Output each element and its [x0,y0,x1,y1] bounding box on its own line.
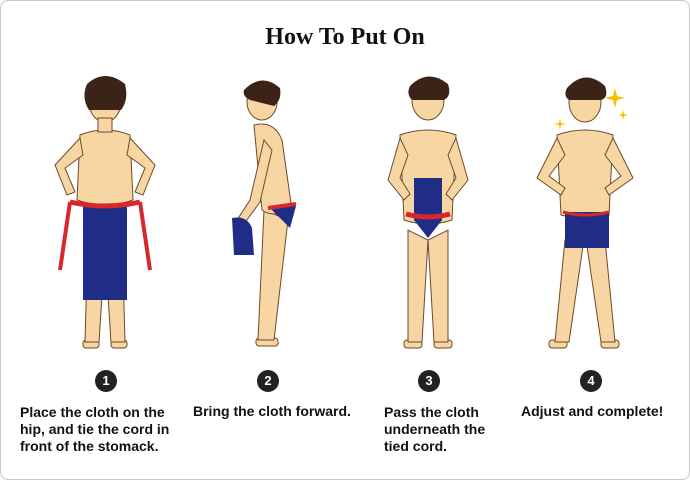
step-2-caption: Bring the cloth forward. [193,403,351,420]
step-1-illustration [54,76,156,349]
step-3-illustration [387,76,469,349]
caption-line: Bring the cloth forward. [193,403,351,419]
step-4-caption: Adjust and complete! [521,403,663,420]
step-1-caption: Place the cloth on the hip, and tie the … [20,404,169,455]
step-2-illustration [232,80,297,347]
sparkle-icon [605,88,625,108]
sparkle-icon [618,110,628,120]
caption-line: hip, and tie the cord in [20,421,170,437]
page-title: How To Put On [265,24,425,50]
step-3-number-badge: 3 [418,370,440,392]
step-4-number-badge: 4 [580,370,602,392]
step-2-number-badge: 2 [257,370,279,392]
step-4-illustration [536,77,634,349]
sparkle-icon [554,118,566,130]
step-1-number-badge: 1 [95,370,117,392]
caption-line: Place the cloth on the [20,404,165,420]
caption-line: front of the stomack. [20,438,159,454]
caption-line: Adjust and complete! [521,403,664,419]
caption-line: tied cord. [384,438,448,454]
caption-line: Pass the cloth [384,404,479,420]
step-3-caption: Pass the cloth underneath the tied cord. [384,404,485,455]
caption-line: underneath the [384,421,486,437]
